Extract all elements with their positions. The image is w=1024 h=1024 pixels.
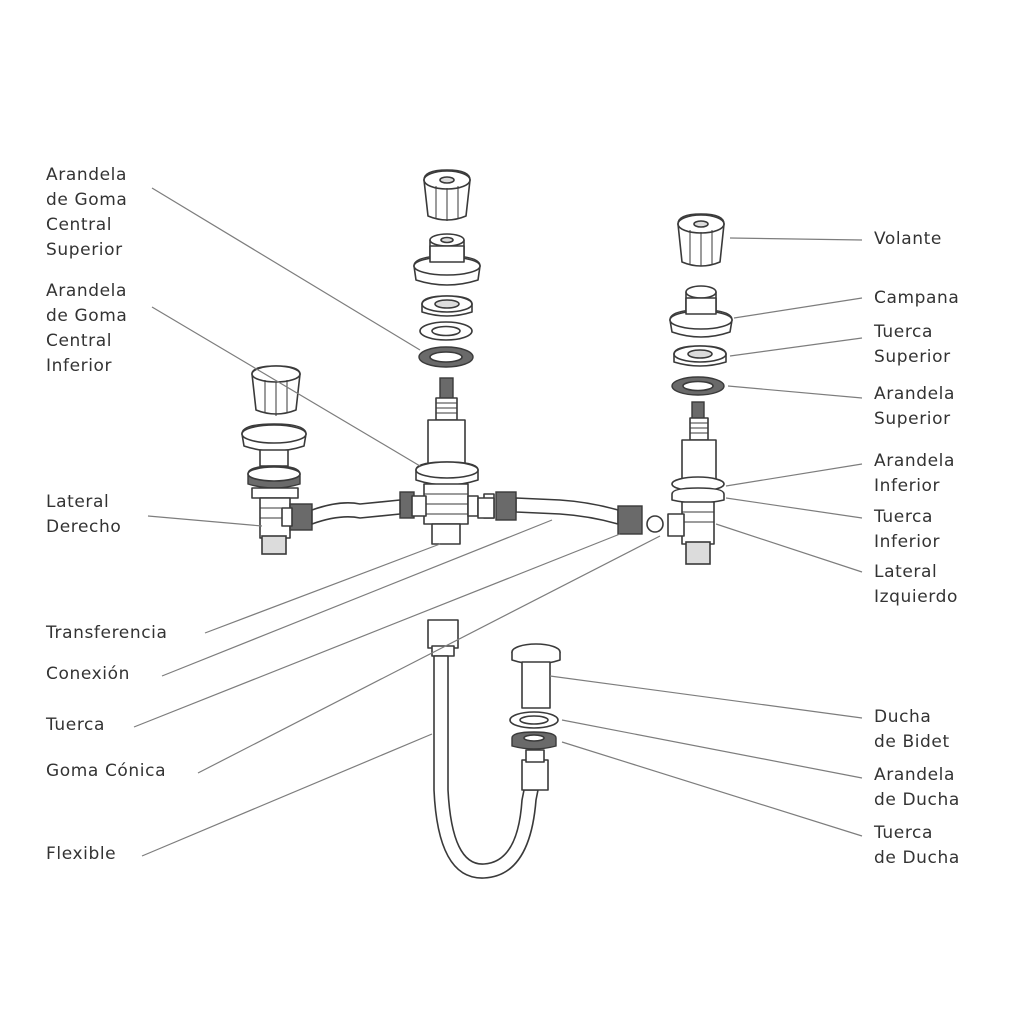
label-ducha-de-bidet: Ducha de Bidet [874, 707, 950, 752]
label-arandela-superior: Arandela Superior [874, 384, 956, 429]
label-lateral-izquierdo: Lateral Izquierdo [874, 562, 958, 607]
left-side-outlet [685, 541, 711, 565]
central-nut [421, 295, 473, 317]
label-tuerca-inferior: Tuerca Inferior [874, 507, 941, 552]
label-conexion: Conexión [46, 664, 130, 684]
central-handle [423, 169, 471, 221]
left-side-valve-assembly [667, 213, 733, 565]
connection-nut [617, 505, 643, 535]
central-right-collar [467, 495, 479, 517]
label-lateral-derecho: Lateral Derecho [46, 492, 122, 537]
central-lower-rubber-washer [418, 346, 474, 368]
upper-nut [673, 345, 727, 367]
central-bell [413, 233, 481, 286]
upper-washer [671, 376, 725, 396]
lower-nut [671, 487, 725, 504]
label-arandela-de-ducha: Arandela de Ducha [874, 765, 960, 810]
bidet-shower [511, 643, 561, 709]
label-tuerca: Tuerca [46, 715, 106, 735]
left-side-body [681, 439, 717, 481]
label-arandela-goma-central-inferior: Arandela de Goma Central Inferior [46, 281, 128, 376]
volante-handle [677, 213, 725, 267]
transfer-pipes [311, 491, 664, 535]
label-volante: Volante [874, 229, 942, 249]
label-campana: Campana [874, 288, 960, 308]
flexible-hose [427, 619, 549, 879]
central-valve-assembly [399, 169, 495, 545]
campana-bell [669, 285, 733, 338]
right-side-valve-assembly [241, 365, 313, 555]
label-goma-conica: Goma Cónica [46, 761, 167, 781]
shower-nut [511, 731, 557, 750]
central-upper-rubber-washer [419, 321, 473, 341]
right-side-handle [251, 365, 301, 416]
label-flexible: Flexible [46, 844, 117, 864]
label-transferencia: Transferencia [46, 623, 168, 643]
label-arandela-goma-central-superior: Arandela de Goma Central Superior [46, 165, 128, 260]
label-tuerca-superior: Tuerca Superior [874, 322, 951, 367]
label-arandela-inferior: Arandela Inferior [874, 451, 956, 496]
central-stem [415, 377, 479, 545]
transfer-nut [495, 491, 517, 521]
conical-rubber [646, 515, 664, 533]
leader-lines [133, 187, 863, 857]
transfer-pipe [515, 497, 619, 525]
right-side-side-nut [289, 503, 313, 531]
right-side-outlet [261, 535, 287, 555]
shower-washer [509, 711, 559, 729]
label-tuerca-de-ducha: Tuerca de Ducha [874, 823, 960, 868]
